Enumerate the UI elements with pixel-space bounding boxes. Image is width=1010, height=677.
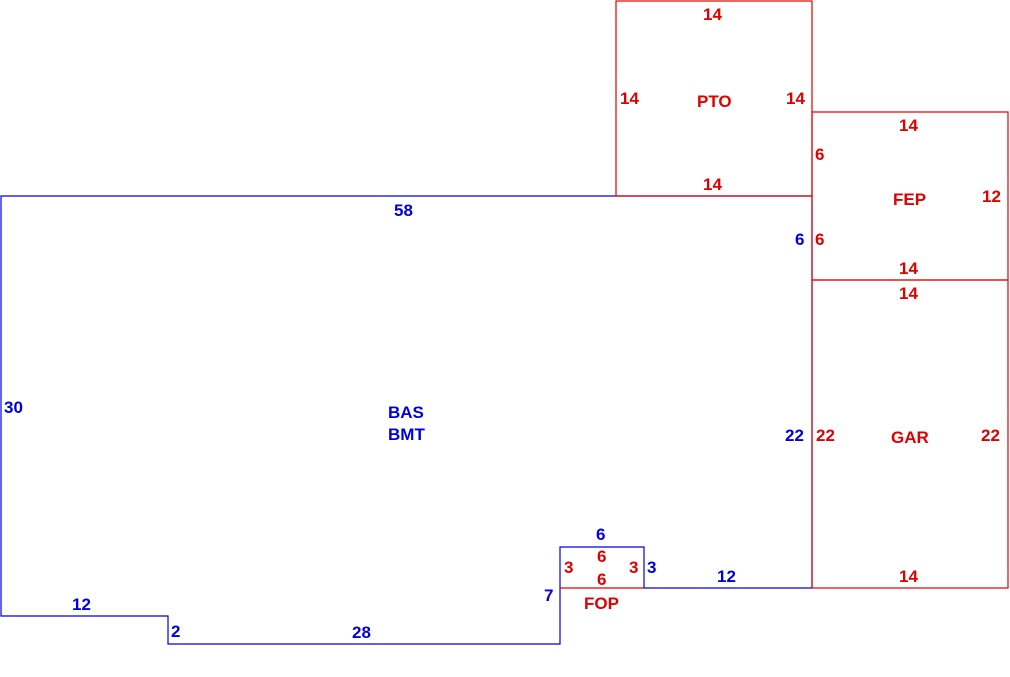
gar-dim-right: 22 xyxy=(981,426,1000,445)
bas-dim-notch-top: 6 xyxy=(596,525,605,544)
gar-label: GAR xyxy=(891,428,929,447)
fep-dim-bottom: 14 xyxy=(899,259,918,278)
bas-dim-left: 30 xyxy=(4,398,23,417)
pto-dim-right: 14 xyxy=(786,89,805,108)
pto-dim-top: 14 xyxy=(703,5,722,24)
fep-dim-left-lower: 6 xyxy=(815,230,824,249)
bas-dim-notch-right: 3 xyxy=(647,558,656,577)
pto-dim-bottom: 14 xyxy=(703,175,722,194)
pto-outline xyxy=(615,0,813,197)
bas-dim-right-upper: 6 xyxy=(795,230,804,249)
gar-outline xyxy=(811,279,1009,589)
fep-dim-top: 14 xyxy=(899,116,918,135)
bas-dim-bottom-mid: 28 xyxy=(352,623,371,642)
fep-dim-right: 12 xyxy=(982,187,1001,206)
bas-dim-bottom-left: 12 xyxy=(72,595,91,614)
fop-label: FOP xyxy=(584,594,619,613)
pto-label: PTO xyxy=(697,92,732,111)
bas-dim-step: 2 xyxy=(171,622,180,641)
gar-dim-left: 22 xyxy=(816,426,835,445)
bas-dim-notch-left: 7 xyxy=(544,586,553,605)
fep-dim-left-upper: 6 xyxy=(815,145,824,164)
fop-dim-bottom: 6 xyxy=(597,570,606,589)
bas-dim-top: 58 xyxy=(394,201,413,220)
bmt-label: BMT xyxy=(388,425,425,444)
fop-dim-top: 6 xyxy=(597,547,606,566)
fop-dim-left: 3 xyxy=(564,558,573,577)
fep-label: FEP xyxy=(893,190,926,209)
fop-dim-right: 3 xyxy=(629,558,638,577)
gar-dim-top: 14 xyxy=(899,284,918,303)
bas-dim-right: 22 xyxy=(785,426,804,445)
bas-dim-bottom-right: 12 xyxy=(717,567,736,586)
pto-dim-left: 14 xyxy=(620,89,639,108)
bas-label: BAS xyxy=(388,403,424,422)
gar-dim-bottom: 14 xyxy=(899,567,918,586)
